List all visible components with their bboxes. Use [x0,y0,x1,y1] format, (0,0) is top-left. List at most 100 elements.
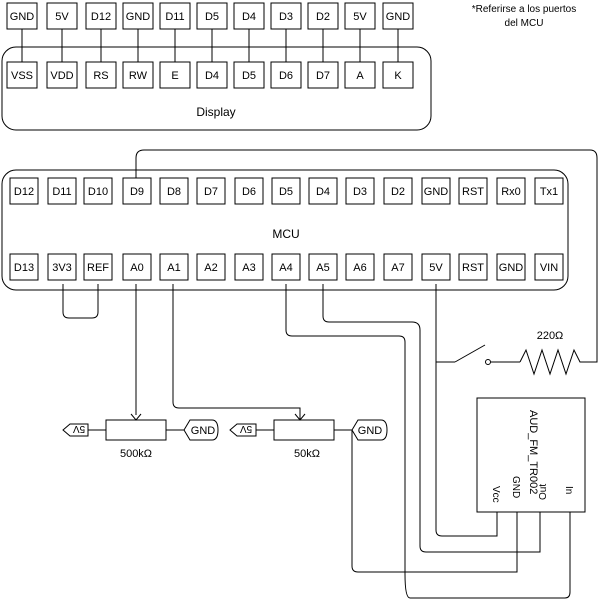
display-top-label-box [307,2,339,30]
mcu-label: MCU [272,227,299,241]
wires [62,149,598,599]
mcu-top-pin-label: GND [424,186,449,198]
resistor-value: 220Ω [537,330,564,342]
mcu-bottom-pin-7: A4 [271,253,301,281]
display-top-label-5: D5 [196,2,228,30]
wire-a5-module [322,284,541,553]
display-top-label-box [122,2,154,30]
display-top-label-label: 5V [353,11,367,23]
mcu-bottom-pin-label: VIN [540,262,558,274]
mcu-bottom-pin-11: 5V [421,253,451,281]
mcu-bottom-pin-box [196,253,226,281]
mcu-top-pin-5: D7 [196,177,226,205]
fm-pin-out: Out [538,484,549,500]
fm-module-frame [476,397,586,513]
wire-a1-pot2 [172,284,301,419]
display-pin-label: D4 [205,70,219,82]
mcu-bottom-pin-10: A7 [383,253,413,281]
display-pin-label: D6 [279,70,293,82]
mcu-top-pin-10: D2 [383,177,413,205]
pot1-value: 500kΩ [120,448,152,460]
display-top-label-label: D11 [165,11,184,23]
display-top-label-2: D12 [85,2,117,30]
display-top-label-label: D2 [316,11,330,23]
mcu-bottom-pin-box [234,253,264,281]
mcu-top-pin-label: D4 [316,186,330,198]
display-top-label-label: D12 [91,11,111,23]
mcu-bottom-pin-box [534,253,564,281]
fm-module-name: AUD_FM_TR002 [527,410,539,494]
display-top-label-label: 5V [55,11,69,23]
mcu-bottom-pin-label: A5 [316,262,329,274]
mcu-bottom-pin-box [496,253,526,281]
display-top-label-label: D5 [205,11,219,23]
pot1-right-tag: GND [191,425,216,437]
display-pin-label: VSS [11,70,33,82]
mcu-top-pin-box [345,177,375,205]
wire-pot2-module-gnd [351,430,518,573]
mcu-bottom-pin-box [271,253,301,281]
display-pin-6: D5 [233,61,265,89]
display-pin-label: A [356,70,364,82]
mcu-bottom-pin-0: D13 [9,253,39,281]
mcu-bottom-pin-14: VIN [534,253,564,281]
mcu-top-pin-box [308,177,338,205]
fm-module: AUD_FM_TR002 Vcc GND Out In [476,397,586,513]
display-pin-label: D5 [242,70,256,82]
mcu-top-pin-label: D9 [130,186,144,198]
mcu-top-pin-box [122,177,152,205]
mcu-bottom-pin-3: A0 [122,253,152,281]
mcu-bottom-pin-box [383,253,413,281]
display-pin-9: A [344,61,376,89]
mcu-bottom-pin-label: A7 [391,262,404,274]
display-top-label-9: 5V [344,2,376,30]
mcu-top-pin-box [196,177,226,205]
mcu-bottom-pin-label: D13 [14,262,34,274]
mcu-bottom-pin-6: A3 [234,253,264,281]
mcu-top-pin-box [9,177,39,205]
note-line2: del MCU [505,18,544,29]
display-pin-box [270,61,302,89]
display-top-label-10: GND [382,2,414,30]
mcu-top-pin-box [383,177,413,205]
mcu-bottom-pin-box [83,253,113,281]
mcu-bottom-pin-box [458,253,488,281]
display-top-label-box [382,2,414,30]
mcu-top-pin-box [271,177,301,205]
display-top-label-4: D11 [159,2,191,30]
display-pin-box [6,61,38,89]
pot2-gnd-tag [351,419,388,441]
display-pin-0: VSS [6,61,38,89]
mcu-bottom-pin-label: A2 [204,262,217,274]
display-pin-label: K [394,70,402,82]
mcu-top-pin-box [234,177,264,205]
display-top-label-label: GND [10,11,35,23]
mcu-top-pin-12: RST [458,177,488,205]
mcu-top-pin-label: D10 [88,186,108,198]
display-top-label-label: GND [386,11,411,23]
mcu-frame [1,169,569,291]
mcu-top-pin-8: D4 [308,177,338,205]
display-top-label-6: D4 [233,2,265,30]
mcu-top-pin-2: D10 [83,177,113,205]
mcu-bottom-pin-1: 3V3 [47,253,77,281]
mcu-top-pin-label: D11 [52,186,71,198]
display-pin-box [233,61,265,89]
mcu-bottom-pin-label: A4 [279,262,292,274]
mcu-bottom-pin-label: 5V [429,262,443,274]
mcu-bottom-pin-13: GND [496,253,526,281]
display-pin-5: D4 [196,61,228,89]
potentiometer-1: 5V GND 500kΩ [62,413,219,460]
display-pin-label: RW [129,70,148,82]
display-top-label-box [196,2,228,30]
display-top-label-3: GND [122,2,154,30]
mcu-bottom-pin-4: A1 [159,253,189,281]
note-line1: *Referirse a los puertos [472,4,577,15]
display-top-label-0: GND [6,2,38,30]
fm-pin-in: In [563,486,574,494]
wire-3v3-ref [62,284,99,319]
mcu-top-pin-9: D3 [345,177,375,205]
display-pin-box [46,61,78,89]
mcu-top-pin-label: D12 [14,186,34,198]
